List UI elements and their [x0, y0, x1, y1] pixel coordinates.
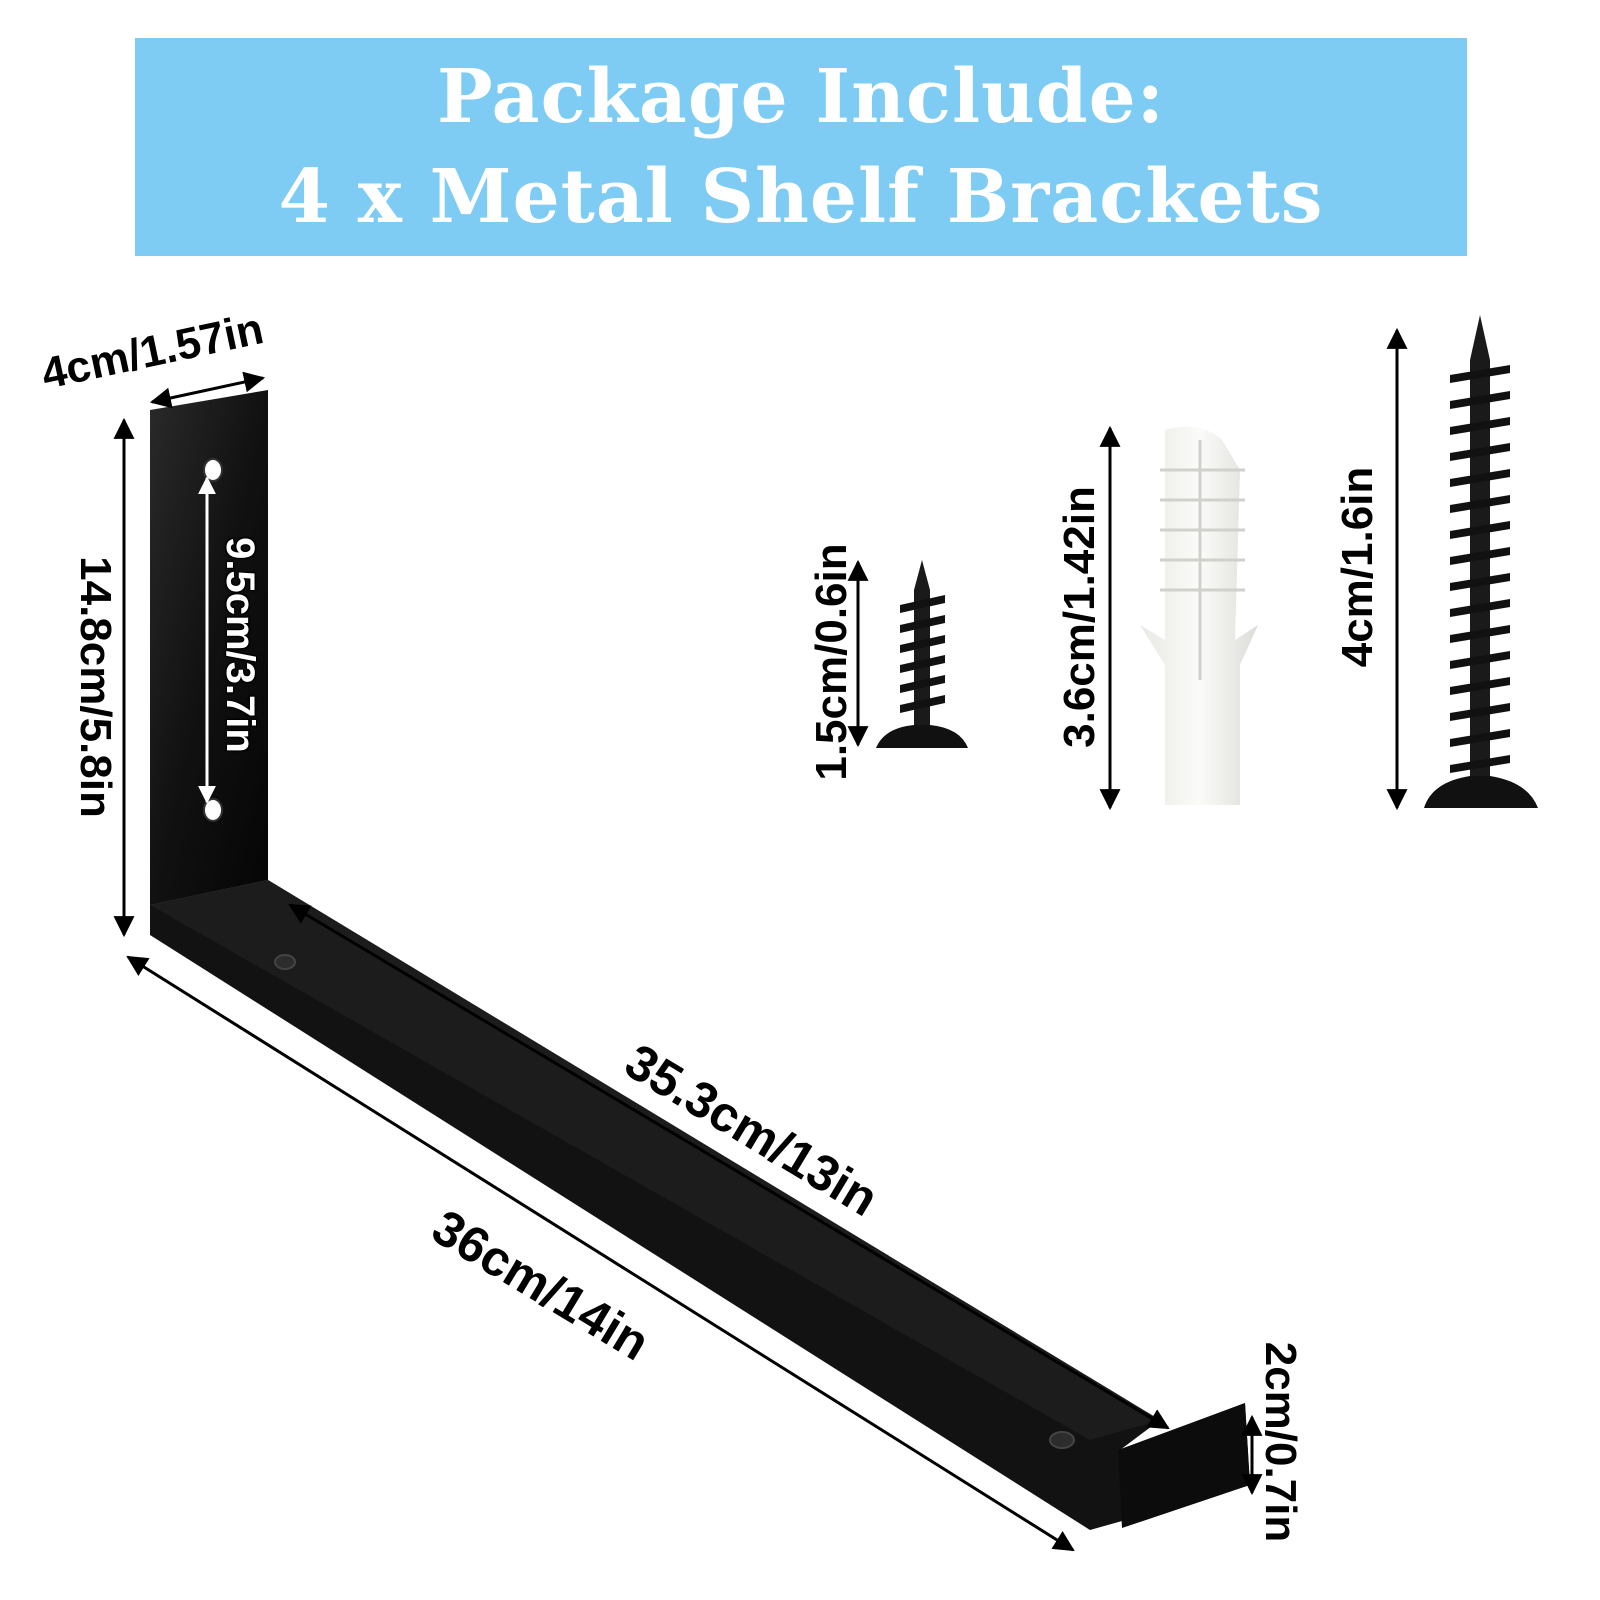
shelf-hole-right [1049, 1431, 1075, 1449]
label-bracket-height: 14.8cm/5.8in [71, 556, 120, 818]
label-hole-spacing: 9.5cm/3.7in [218, 537, 262, 753]
wall-anchor [1140, 426, 1258, 805]
short-screw [876, 560, 968, 748]
label-long-screw: 4cm/1.6in [1333, 466, 1382, 668]
bracket-lip [1118, 1403, 1250, 1528]
label-wall-anchor: 3.6cm/1.42in [1055, 486, 1104, 748]
arrow-bracket-width [149, 371, 266, 409]
arrow-outer-length [126, 955, 1075, 1552]
mount-hole-top [203, 458, 223, 482]
label-short-screw: 1.5cm/0.6in [807, 543, 856, 781]
long-screw [1424, 315, 1538, 808]
arrow-inner-length [288, 903, 1170, 1430]
shelf-hole-left [274, 954, 296, 970]
banner-title-line-2: 4 x Metal Shelf Brackets [278, 154, 1324, 240]
banner-title-line-1: Package Include: [437, 54, 1165, 140]
label-lip-height: 2cm/0.7in [1256, 1341, 1305, 1543]
title-banner: Package Include: 4 x Metal Shelf Bracket… [135, 38, 1467, 256]
